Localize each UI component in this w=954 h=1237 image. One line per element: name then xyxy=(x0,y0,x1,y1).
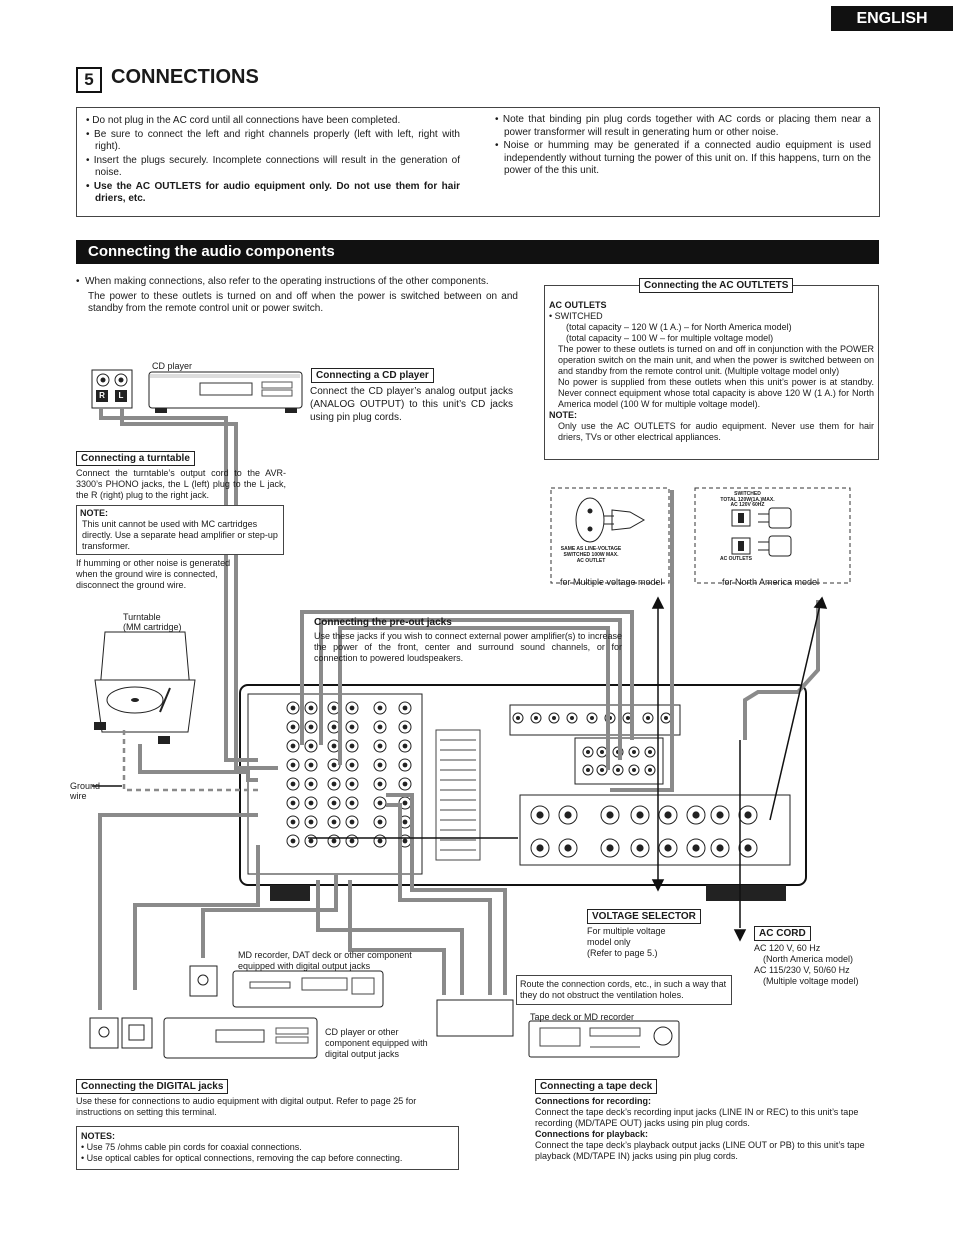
cd-player-illustration xyxy=(148,371,303,413)
turntable-label-2: (MM cartridge) xyxy=(123,622,182,632)
intro-line-2: The power to these outlets is turned on … xyxy=(88,290,518,315)
warning-item: Do not plug in the AC cord until all con… xyxy=(86,115,460,128)
north-america-caption: for North America model xyxy=(722,577,820,587)
turntable-description: Connect the turntable’s output cord to t… xyxy=(76,468,286,500)
turntable-note-text: This unit cannot be used with MC cartrid… xyxy=(82,519,278,551)
ac-outlets-title: AC OUTLETS xyxy=(549,300,607,310)
digital-note-2: Use optical cables for optical connectio… xyxy=(86,1153,403,1163)
cd-output-jacks xyxy=(91,369,133,409)
voltage-line-3: (Refer to page 5.) xyxy=(587,948,658,958)
ac-cord-line-3: AC 115/230 V, 50/60 Hz xyxy=(754,965,850,975)
digital-notes-title: NOTES: xyxy=(81,1131,116,1141)
language-tab: ENGLISH xyxy=(831,6,953,31)
digital-notes: NOTES: • Use 75 /ohms cable pin cords fo… xyxy=(76,1126,459,1170)
warning-item: Note that binding pin plug cords togethe… xyxy=(495,114,871,139)
cd-device-label: CD player xyxy=(152,361,193,371)
na-tiny-label: SWITCHED TOTAL 120W(1A.)MAX. AC 120V 60H… xyxy=(705,491,790,509)
warning-list-right: Note that binding pin plug cords togethe… xyxy=(495,114,871,179)
tape-play-title: Connections for playback: xyxy=(535,1129,649,1139)
warning-item: Noise or humming may be generated if a c… xyxy=(495,140,872,178)
ventilation-note: Route the connection cords, etc., in suc… xyxy=(516,975,732,1005)
voltage-line-2: model only xyxy=(587,937,631,947)
na-tiny-4: AC OUTLETS xyxy=(720,556,752,562)
tape-play-text: Connect the tape deck’s playback output … xyxy=(535,1140,865,1161)
preout-heading: Connecting the pre-out jacks xyxy=(314,617,452,628)
digital-description: Use these for connections to audio equip… xyxy=(76,1096,417,1117)
ac-cap-2: (total capacity – 100 W – for multiple v… xyxy=(566,333,774,343)
tape-rec-text: Connect the tape deck’s recording input … xyxy=(535,1107,859,1128)
warning-list-left: Do not plug in the AC cord until all con… xyxy=(86,115,460,207)
ac-cord-line-4: (Multiple voltage model) xyxy=(763,976,859,986)
na-tiny-3: AC 120V 60HZ xyxy=(730,502,765,508)
cd-heading: Connecting a CD player xyxy=(311,368,434,383)
turntable-note: NOTE: This unit cannot be used with MC c… xyxy=(76,505,284,555)
ac-outlets-heading: Connecting the AC OUTLTETS xyxy=(639,278,794,293)
digital-note-1: Use 75 /ohms cable pin cords for coaxial… xyxy=(86,1142,302,1152)
ac-p1: The power to these outlets is turned on … xyxy=(558,344,874,376)
na-outlets xyxy=(731,507,792,557)
voltage-line-1: For multiple voltage xyxy=(587,926,666,936)
multi-voltage-outlet xyxy=(575,497,646,543)
ground-label-1: Ground xyxy=(70,781,101,791)
ac-note: Only use the AC OUTLETS for audio equipm… xyxy=(558,421,874,442)
plug-letter-l: L xyxy=(118,391,124,400)
tape-description: Connections for recording: Connect the t… xyxy=(535,1096,880,1162)
multi-tiny-label: SAME AS LINE-VOLTAGE SWITCHED 100W MAX. … xyxy=(556,546,626,564)
warning-item: Insert the plugs securely. Incomplete co… xyxy=(86,155,460,180)
ac-note-title: NOTE: xyxy=(549,410,577,420)
turntable-note-title: NOTE: xyxy=(80,508,108,518)
ac-cord-line-2: (North America model) xyxy=(763,954,854,964)
warning-item: Be sure to connect the left and right ch… xyxy=(86,129,460,154)
ac-cord-text: AC 120 V, 60 Hz (North America model) AC… xyxy=(754,943,859,987)
preout-description: Use these jacks if you wish to connect e… xyxy=(314,631,622,663)
ac-outlets-switched: SWITCHED xyxy=(554,311,603,321)
ground-wire-label: Ground wire xyxy=(70,781,100,801)
ground-label-2: wire xyxy=(70,791,87,801)
plug-letter-r: R xyxy=(99,391,105,400)
ac-p2: No power is supplied from these outlets … xyxy=(558,377,874,409)
multi-voltage-caption: for Multiple voltage model xyxy=(560,577,663,587)
tape-heading: Connecting a tape deck xyxy=(535,1079,658,1094)
intro-line-1: When making connections, also refer to t… xyxy=(85,276,489,287)
tape-deck-illustration xyxy=(528,1020,680,1058)
ac-cap-1: (total capacity – 120 W (1 A.) – for Nor… xyxy=(566,322,792,332)
multi-tiny-2: SWITCHED 100W MAX. xyxy=(563,552,619,558)
na-tiny-2: TOTAL 120W(1A.)MAX. xyxy=(720,496,775,503)
page-title: CONNECTIONS xyxy=(111,66,259,88)
tape-deck-label: Tape deck or MD recorder xyxy=(530,1012,635,1022)
tape-rec-title: Connections for recording: xyxy=(535,1096,652,1106)
warning-item: Use the AC OUTLETS for audio equipment o… xyxy=(86,181,460,206)
ac-cord-heading: AC CORD xyxy=(754,926,811,941)
subsection-title: Connecting the audio components xyxy=(76,240,879,264)
md-recorder-label: MD recorder, DAT deck or other component… xyxy=(238,950,412,971)
cd-player-2-illustration xyxy=(163,1017,318,1059)
turntable-hum-text: If humming or other noise is generated w… xyxy=(76,558,231,590)
turntable-heading: Connecting a turntable xyxy=(76,451,195,466)
cd-description: Connect the CD player’s analog output ja… xyxy=(310,386,513,423)
md-recorder-illustration xyxy=(232,970,384,1008)
ac-outlets-box: AC OUTLETS • SWITCHED (total capacity – … xyxy=(544,285,879,460)
section-number: 5 xyxy=(76,67,102,93)
cd-player-2-label: CD player or other component equipped wi… xyxy=(325,1027,428,1059)
voltage-selector-heading: VOLTAGE SELECTOR xyxy=(587,909,701,924)
ac-cord-line-1: AC 120 V, 60 Hz xyxy=(754,943,821,953)
digital-heading: Connecting the DIGITAL jacks xyxy=(76,1079,229,1094)
multi-tiny-3: AC OUTLET xyxy=(576,558,606,564)
intro-text: • When making connections, also refer to… xyxy=(76,276,518,315)
turntable-illustration xyxy=(94,631,196,744)
multi-tiny-1: SAME AS LINE-VOLTAGE xyxy=(560,546,622,552)
warning-box: Do not plug in the AC cord until all con… xyxy=(76,107,880,217)
na-tiny-1: SWITCHED xyxy=(734,491,761,497)
turntable-device-label: Turntable (MM cartridge) xyxy=(123,612,182,632)
voltage-text: For multiple voltage model only (Refer t… xyxy=(587,926,666,959)
turntable-label-1: Turntable xyxy=(123,612,161,622)
